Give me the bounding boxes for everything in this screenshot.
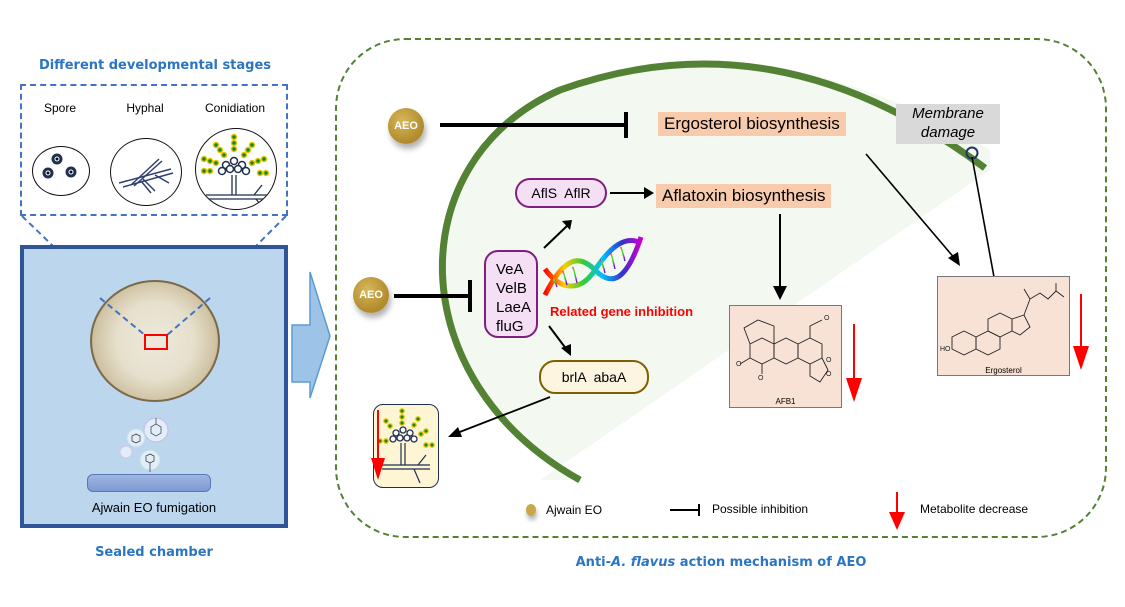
gene-velb: VelB — [496, 280, 527, 297]
conidiophore-icon — [195, 128, 277, 210]
decrease-arrow-afb1 — [846, 324, 862, 402]
stage-label-hyphal: Hyphal — [126, 101, 164, 115]
legend-decrease-icon — [889, 492, 905, 530]
hyphae-icon — [110, 138, 182, 206]
gene-flug: fluG — [496, 318, 524, 335]
svg-text:O: O — [736, 361, 742, 368]
mechanism-title-prefix: Anti- — [575, 555, 612, 570]
stage-label-conidiation: Conidiation — [204, 101, 266, 115]
svg-text:HO: HO — [940, 346, 951, 353]
dna-helix-icon — [542, 236, 644, 297]
ergosterol-structure-box: HO Ergosterol — [937, 276, 1070, 376]
svg-text:O: O — [826, 371, 832, 378]
arrow-to-brla-abaa — [548, 325, 571, 356]
decrease-arrow-conidiation — [371, 410, 385, 480]
legend-possible-inhibition: Possible inhibition — [712, 502, 809, 516]
aeo-badge-top: AEO — [388, 108, 424, 144]
ergosterol-biosynthesis-box: Ergosterol biosynthesis — [658, 112, 846, 136]
regulator-pill-afls-aflr: AflS AflR — [515, 178, 607, 208]
membrane-to-ergosterol-line — [971, 156, 995, 278]
svg-text:O: O — [758, 375, 764, 382]
mechanism-title-species: A. flavus — [611, 555, 676, 570]
gene-box: VeA VelB LaeA fluG — [484, 250, 538, 338]
membrane-damage-line2: damage — [920, 124, 976, 141]
svg-text:O: O — [824, 315, 830, 322]
oil-dish — [87, 474, 211, 492]
arrow-to-conidiophore — [448, 396, 551, 437]
mechanism-title-suffix: action mechanism of AEO — [675, 555, 867, 570]
legend-metabolite-decrease: Metabolite decrease — [920, 502, 1029, 516]
membrane-damage-line1: Membrane — [912, 105, 984, 122]
aflatoxin-biosynthesis-box: Aflatoxin biosynthesis — [656, 184, 832, 208]
membrane-damage-label: Membrane damage — [896, 104, 1000, 144]
stages-title: Different developmental stages — [38, 58, 272, 73]
aeo-badge-mid: AEO — [353, 277, 389, 313]
mechanism-frame — [335, 38, 1107, 538]
decrease-arrow-ergosterol — [1073, 294, 1089, 370]
gene-vea: VeA — [496, 261, 524, 278]
legend-ajwain-eo: Ajwain EO — [546, 503, 603, 517]
stages-zoom-box — [20, 84, 288, 216]
fumigation-label: Ajwain EO fumigation — [91, 500, 217, 515]
fungal-colony-dish — [90, 280, 220, 402]
spore-icon — [32, 146, 90, 196]
arrow-to-aflatoxin — [610, 187, 654, 199]
legend-ajwain-dot-icon — [526, 504, 536, 516]
stage-label-spore: Spore — [43, 101, 77, 115]
gene-laea: LaeA — [496, 299, 532, 316]
arrow-to-afb1 — [773, 214, 787, 300]
legend-inhibition-icon — [670, 504, 700, 516]
mechanism-title: Anti-A. flavus action mechanism of AEO — [335, 555, 1107, 570]
sample-area-marker — [144, 334, 168, 350]
arrow-to-ergosterol — [865, 153, 960, 266]
inhibition-line-ergosterol — [440, 112, 628, 138]
essential-oil-vapour-icon — [119, 417, 169, 472]
gene-inhibition-label: Related gene inhibition — [550, 304, 694, 319]
arrow-to-regulators — [543, 220, 572, 249]
inhibition-line-genes — [394, 280, 472, 312]
conidiophore-box — [373, 404, 439, 488]
svg-text:O: O — [826, 357, 832, 364]
afb1-label: AFB1 — [775, 397, 796, 406]
conidiation-genes-pill: brlA abaA — [539, 360, 649, 394]
ergosterol-label: Ergosterol — [985, 366, 1022, 375]
flow-arrow-icon — [291, 271, 331, 399]
chamber-title: Sealed chamber — [95, 545, 213, 560]
